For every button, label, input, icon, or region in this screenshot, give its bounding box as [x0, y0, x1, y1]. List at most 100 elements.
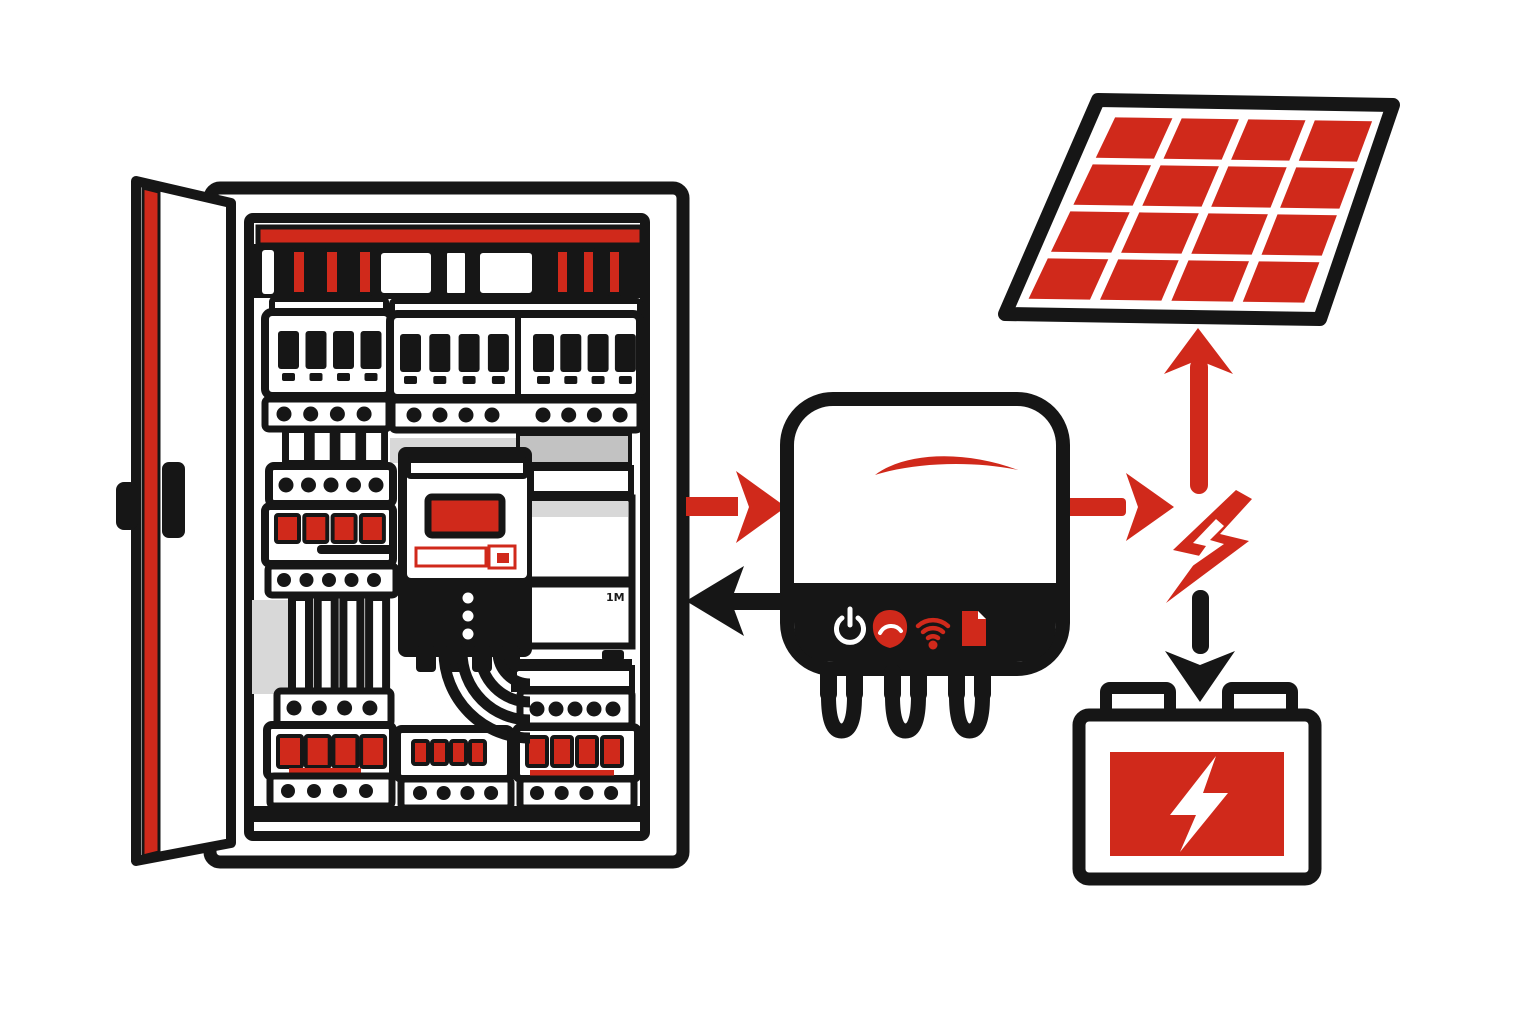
shelf-box: [520, 580, 636, 650]
terminal-dots: [535, 407, 628, 423]
shelf: [511, 665, 635, 692]
solar-cell: [1242, 261, 1320, 303]
lightning-bolt-icon: [1170, 756, 1228, 852]
shelf-rail: [514, 659, 632, 668]
breaker-toggles: [533, 334, 636, 372]
breaker-stack-b: [263, 687, 397, 810]
solar-panel: [998, 93, 1400, 326]
busbar-slot: [262, 250, 274, 294]
unit-marking-text: 1M: [606, 591, 625, 604]
door-latch: [116, 482, 138, 530]
solar-cell: [1121, 212, 1199, 254]
solar-cell: [1100, 259, 1179, 301]
terminal-dots: [413, 786, 499, 800]
terminal-dots: [530, 786, 619, 800]
busbar-red-bars-right: [554, 248, 623, 296]
terminal-strip: [388, 396, 644, 434]
breaker-unit-top-right: [386, 298, 644, 402]
solar-cell: [1051, 211, 1130, 253]
shelf-notch: [602, 650, 624, 661]
solar-cell: [1261, 214, 1337, 256]
busbar-red-rail: [255, 224, 645, 248]
device-red-swoosh: [875, 456, 1018, 475]
breaker-unit-top-left: [261, 296, 395, 400]
controller-cables: [438, 651, 531, 744]
arrow-head: [1126, 473, 1174, 541]
flow-arrows: [686, 328, 1252, 702]
charge-controller-device: [780, 392, 1070, 739]
red-fuse-squares: [411, 739, 487, 766]
controller-slot: [414, 546, 488, 568]
red-fuse-squares: [525, 735, 624, 768]
arrow-head: [1164, 328, 1233, 374]
red-underline: [530, 770, 614, 776]
solar-cell: [1191, 213, 1268, 255]
door-red-edge: [141, 186, 161, 858]
controller-leds: [462, 592, 474, 640]
arrow-shaft: [1064, 498, 1126, 516]
cabinet-door: [116, 176, 236, 866]
breaker-bottom-middle: [393, 725, 515, 812]
solar-cell: [1171, 260, 1249, 302]
breaker-bar: [317, 545, 393, 554]
arrow-shaft: [1192, 590, 1209, 654]
arrow-head: [1165, 651, 1235, 702]
interior-bottom-rail: [252, 806, 642, 822]
red-underline: [289, 768, 361, 774]
cabinet-interior: 1M: [252, 224, 645, 822]
arrow-junction-to-solar: [1164, 328, 1233, 494]
battery: [1072, 682, 1322, 886]
arrow-device-to-junction: [1064, 473, 1174, 541]
device-indicator-icons: [834, 606, 986, 650]
solar-cell: [1142, 165, 1219, 207]
solar-cell: [1280, 167, 1355, 209]
device-cable-glands: [820, 664, 991, 739]
arrow-shaft: [730, 593, 788, 610]
spark-icon: [1166, 490, 1252, 603]
solar-cell: [1073, 164, 1151, 206]
busbar-blank-module: [375, 247, 437, 299]
breaker-toggles: [278, 331, 382, 369]
right-column-shelves: 1M: [520, 465, 636, 650]
arrow-cabinet-to-device: [686, 471, 786, 543]
terminal-dots: [276, 406, 372, 422]
terminal-dots: [406, 407, 500, 423]
terminal-dots: [529, 701, 621, 717]
terminal-dots: [278, 477, 384, 493]
solar-cell: [1163, 118, 1239, 160]
shelf-gray-dark: [516, 432, 632, 466]
spark-bolt-inner: [1191, 519, 1224, 567]
shelf-gray-strip: [528, 501, 628, 517]
busbar-blank-module: [441, 247, 471, 299]
arrow-junction-to-battery: [1165, 590, 1235, 702]
arrow-shaft: [686, 497, 738, 516]
breaker-marks: [537, 376, 632, 384]
arrow-device-to-cabinet: [686, 566, 788, 636]
document-icon: [962, 611, 986, 646]
solar-cell: [1298, 120, 1373, 162]
red-fuse-squares: [276, 734, 388, 769]
busbar-blank-module: [474, 247, 538, 299]
shelf-box: [528, 465, 634, 497]
solar-cell: [1028, 258, 1109, 300]
solar-cell: [1211, 166, 1287, 208]
breaker-marks: [404, 376, 505, 384]
panel-charge-controller: [398, 447, 532, 744]
controller-display: [424, 493, 506, 539]
breaker-bottom-right: [511, 650, 642, 812]
breaker-toggles: [400, 334, 509, 372]
wifi-icon: [915, 617, 951, 650]
door-handle: [162, 462, 185, 538]
busbar-red-bars-left: [290, 248, 374, 296]
red-fuse-squares: [274, 513, 386, 544]
shelf-gray-small: [252, 600, 290, 694]
solar-cell: [1231, 119, 1306, 161]
arrow-head: [736, 471, 786, 543]
controller-cap: [405, 457, 529, 479]
terminal-dots: [281, 784, 373, 798]
solar-cell: [1095, 117, 1173, 159]
breaker-marks: [282, 373, 378, 381]
terminal-dots: [277, 573, 381, 587]
breaker-stack-a: [261, 462, 400, 599]
solar-cells: [1028, 117, 1373, 303]
